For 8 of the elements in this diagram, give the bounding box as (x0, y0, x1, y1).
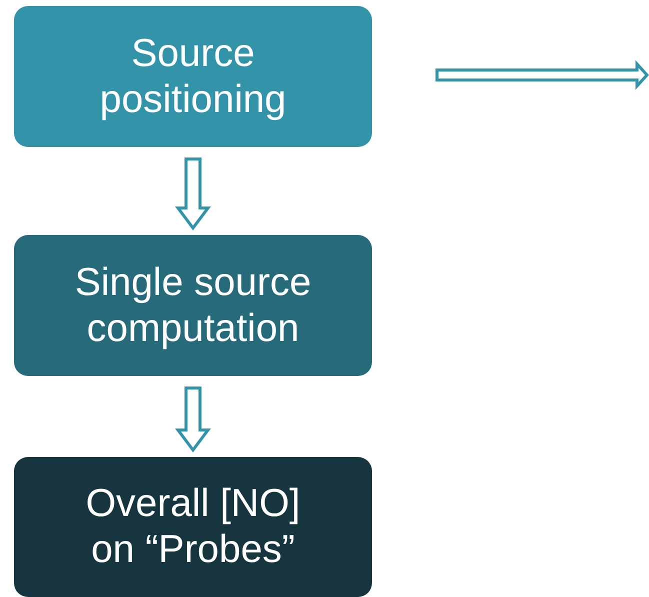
box-label: Single source computation (74, 260, 312, 352)
box-label: Source positioning (98, 30, 288, 122)
hollow-arrow (175, 386, 211, 452)
hollow-arrow (175, 158, 211, 230)
process-box (14, 235, 372, 376)
process-box (14, 6, 372, 147)
box-label: Overall [NO] on “Probes” (84, 481, 302, 573)
process-box (14, 457, 372, 597)
